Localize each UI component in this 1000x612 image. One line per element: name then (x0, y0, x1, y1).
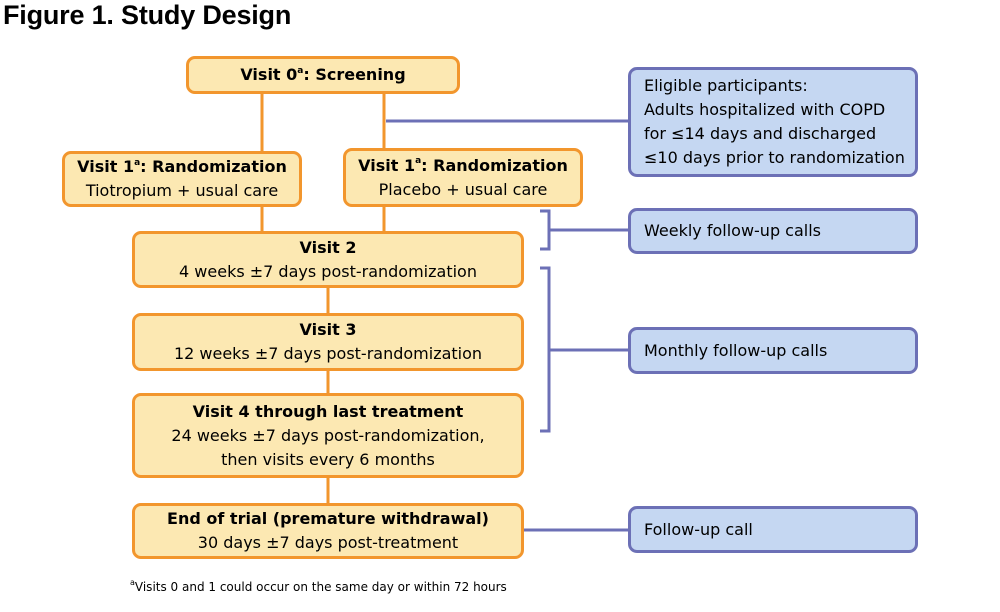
eligible-line-1: Eligible participants: (644, 76, 808, 95)
weekly-calls-box: Weekly follow-up calls (628, 208, 918, 254)
screening-title: Visit 0a: Screening (240, 65, 406, 84)
figure-title: Figure 1. Study Design (3, 0, 292, 30)
weekly-calls-label: Weekly follow-up calls (644, 221, 822, 240)
visit3-title: Visit 3 (299, 320, 357, 339)
end-of-trial-title: End of trial (premature withdrawal) (167, 509, 489, 528)
randomization-tiotropium-box: Visit 1a: Randomization Tiotropium + usu… (62, 151, 302, 207)
visit2-title: Visit 2 (299, 237, 357, 257)
bracket-weekly (540, 209, 628, 251)
monthly-calls-label: Monthly follow-up calls (644, 340, 828, 360)
visit4-box: Visit 4 through last treatment 24 weeks … (132, 393, 524, 478)
eligible-line-2: Adults hospitalized with COPD (644, 100, 886, 119)
visit4-schedule: then visits every 6 months (221, 449, 435, 469)
followup-call-label: Follow-up call (644, 519, 753, 539)
footnote: aVisits 0 and 1 could occur on the same … (130, 578, 507, 595)
randomization-placebo-title: Visit 1a: Randomization (358, 155, 568, 175)
end-of-trial-box: End of trial (premature withdrawal) 30 d… (132, 503, 524, 559)
randomization-tiotropium-title: Visit 1a: Randomization (77, 157, 287, 176)
eligible-participants-box: Eligible participants: Adults hospitaliz… (628, 67, 918, 177)
visit3-timing: 12 weeks ±7 days post-randomization (173, 344, 483, 363)
randomization-placebo-box: Visit 1a: Randomization Placebo + usual … (343, 148, 583, 207)
randomization-placebo-arm: Placebo + usual care (378, 179, 548, 199)
bracket-monthly (540, 266, 628, 433)
screening-box: Visit 0a: Screening (186, 56, 460, 94)
end-of-trial-timing: 30 days ±7 days post-treatment (197, 533, 459, 552)
eligible-line-4: ≤10 days prior to randomization (644, 148, 905, 167)
visit4-timing: 24 weeks ±7 days post-randomization, (171, 425, 485, 445)
visit2-box: Visit 2 4 weeks ±7 days post-randomizati… (132, 231, 524, 288)
randomization-tiotropium-arm: Tiotropium + usual care (85, 181, 279, 200)
eligible-line-3: for ≤14 days and discharged (644, 124, 877, 143)
visit3-box: Visit 3 12 weeks ±7 days post-randomizat… (132, 313, 524, 371)
followup-call-box: Follow-up call (628, 506, 918, 553)
monthly-calls-box: Monthly follow-up calls (628, 327, 918, 374)
visit2-timing: 4 weeks ±7 days post-randomization (179, 261, 477, 281)
visit4-title: Visit 4 through last treatment (192, 401, 464, 421)
